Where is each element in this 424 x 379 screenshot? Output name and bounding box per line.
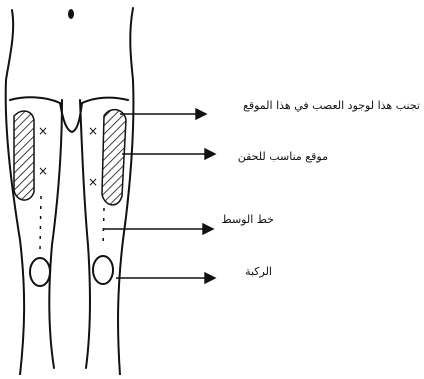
injection-mark: × [38,124,48,138]
right-groin-line [82,98,128,103]
label-avoid-nerve: تجنب هذا لوجود العصب في هذا الموقع [243,99,420,113]
injection-mark: × [38,164,48,178]
label-midline: خط الوسط [222,213,275,227]
label-injection-site: موقع مناسب للحقن [238,150,328,164]
avoid-zones [14,110,126,205]
arrow-injection-site [122,149,215,159]
injection-markers: × × × × [38,124,98,189]
torso-right-edge [130,8,133,80]
right-knee [93,256,113,284]
navel [68,9,74,19]
left-hatched-zone [14,111,34,200]
injection-mark: × [88,175,98,189]
right-hatched-zone [102,110,126,205]
thigh-midlines [40,196,104,250]
crotch-line [60,103,82,132]
label-knee: الركبة [245,265,272,279]
injection-mark: × [88,124,98,138]
left-knee [30,258,50,286]
right-midline [103,208,104,248]
torso-left-edge [6,10,13,80]
left-thigh-inner-edge [49,100,62,368]
left-midline [40,196,41,250]
arrow-midline [104,224,213,234]
left-groin-line [10,97,60,103]
right-thigh-inner-edge [80,100,90,368]
arrow-knee [116,273,215,283]
